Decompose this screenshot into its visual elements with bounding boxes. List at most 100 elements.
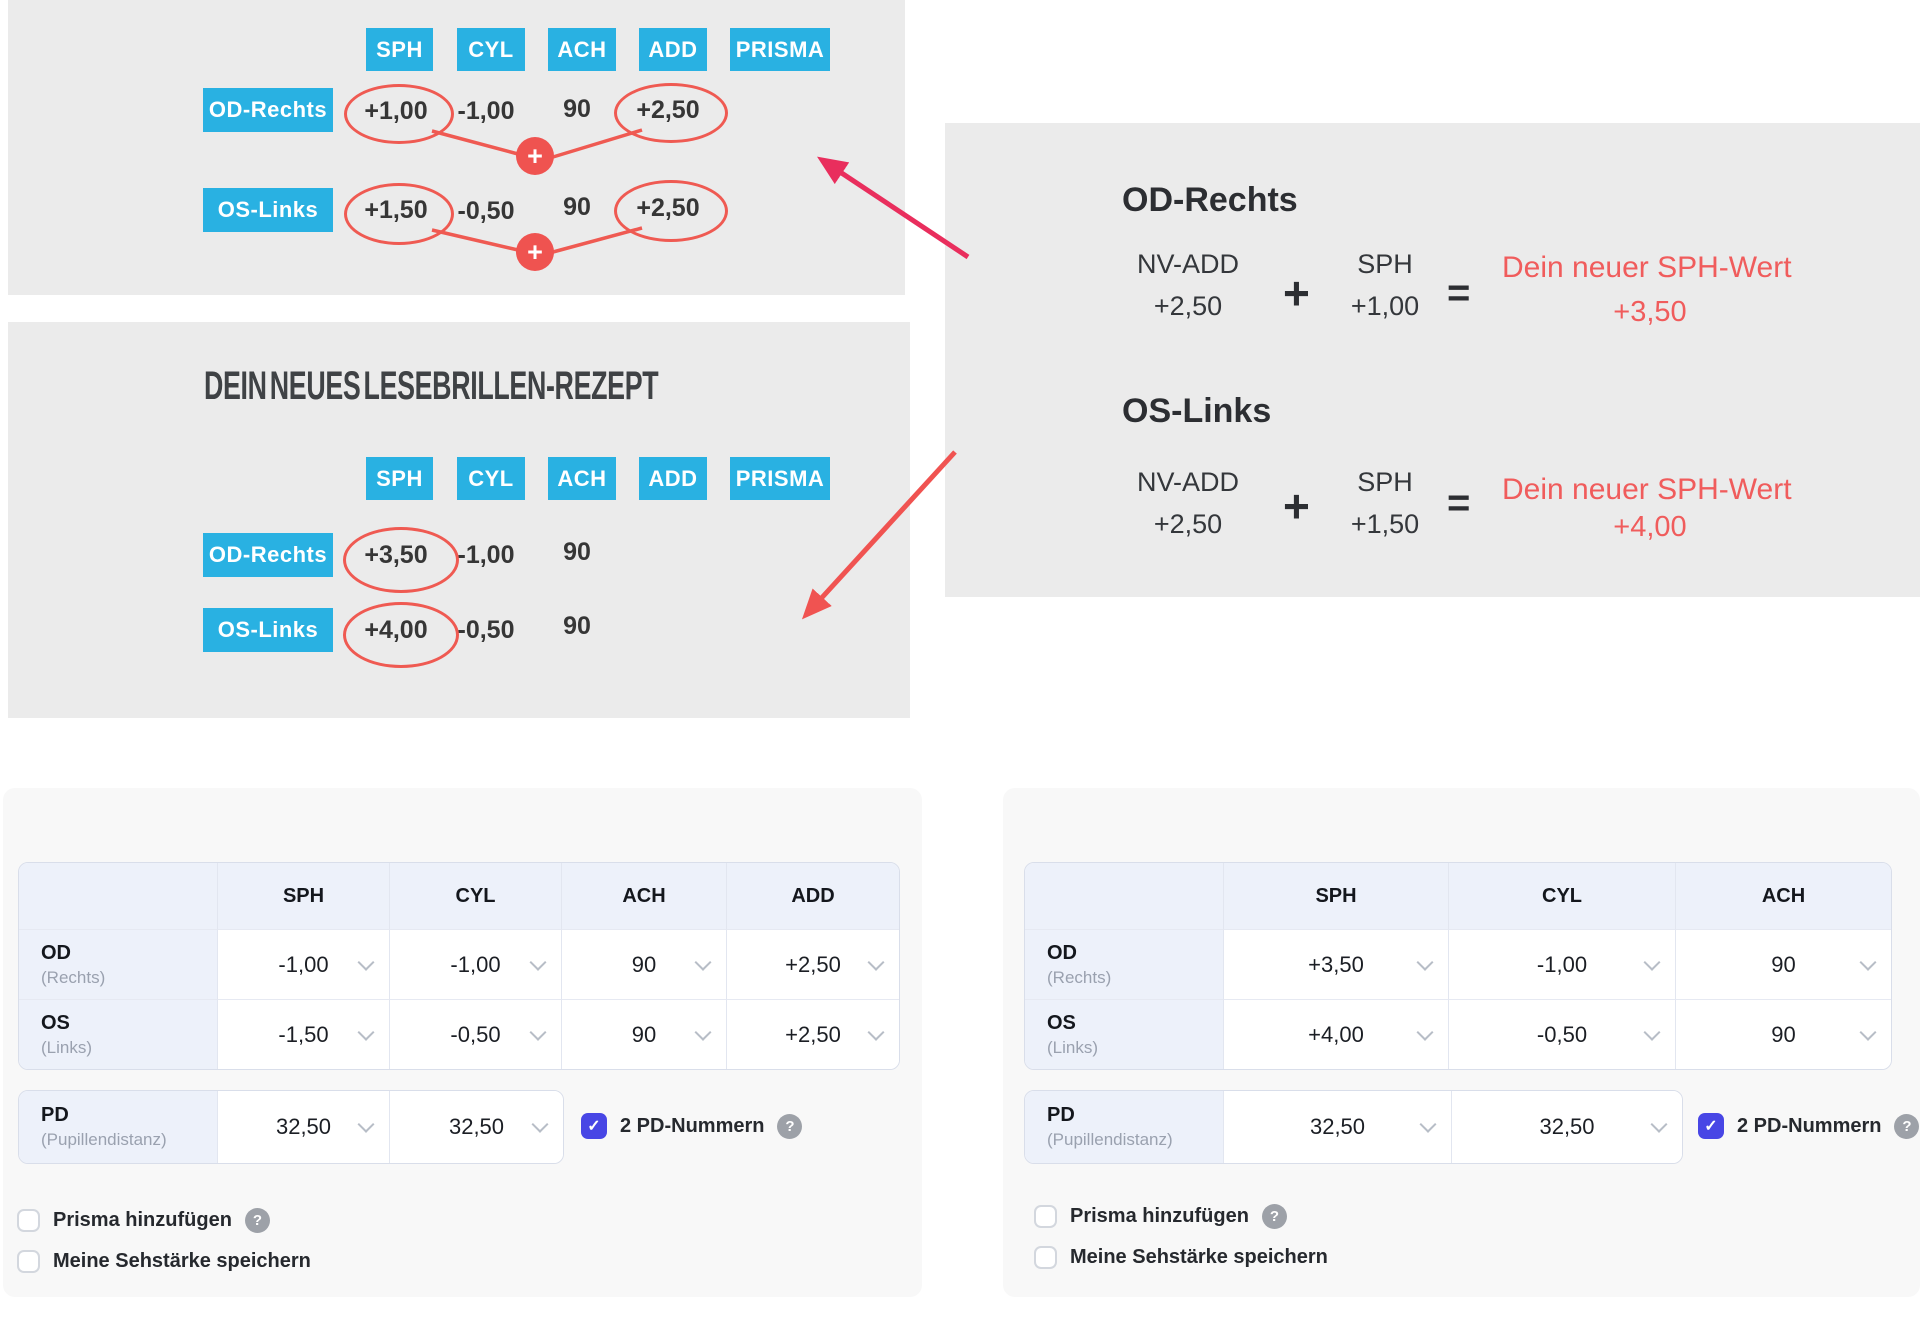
term-value: +2,50 xyxy=(1153,291,1223,321)
od-sph-dropdown[interactable]: +3,50 xyxy=(1223,929,1448,999)
checkbox-label: Meine Sehstärke speichern xyxy=(1070,1246,1328,1268)
result-value: +4,00 xyxy=(1613,511,1687,543)
dropdown-value: -1,00 xyxy=(278,951,329,977)
term-label: SPH xyxy=(1357,249,1413,279)
pd-right-dropdown[interactable]: 32,50 xyxy=(217,1091,389,1163)
calc-term-sph: SPH +1,00 xyxy=(1305,243,1465,327)
prisma-option: Prisma hinzufügen ? xyxy=(17,1208,270,1233)
prisma-option: Prisma hinzufügen ? xyxy=(1034,1204,1287,1229)
prisma-checkbox[interactable] xyxy=(1034,1205,1057,1228)
od-sph-dropdown[interactable]: -1,00 xyxy=(217,929,389,999)
prescription-form-right: SPH CYL ACH OD (Rechts) +3,50 -1,00 90 O… xyxy=(1003,788,1920,1297)
dropdown-value: -0,50 xyxy=(1536,1021,1588,1047)
chevron-down-icon xyxy=(357,953,375,971)
od-ach-dropdown[interactable]: 90 xyxy=(1675,929,1891,999)
chevron-down-icon xyxy=(357,1023,375,1041)
pd-left-dropdown[interactable]: 32,50 xyxy=(1451,1091,1682,1163)
os-ach-value: 90 xyxy=(563,193,591,221)
column-header-add: ADD xyxy=(639,28,707,71)
os-sph-dropdown[interactable]: +4,00 xyxy=(1223,999,1448,1069)
prisma-checkbox[interactable] xyxy=(17,1209,40,1232)
dropdown-value: 90 xyxy=(1771,1021,1796,1047)
col-header-sph: SPH xyxy=(1223,863,1448,929)
pd-table: PD (Pupillendistanz) 32,50 32,50 xyxy=(18,1090,564,1164)
calc-heading-od: OD-Rechts xyxy=(1122,181,1298,219)
two-pd-numbers-checkbox[interactable]: ✓ xyxy=(1698,1113,1724,1139)
row-label-pd: PD (Pupillendistanz) xyxy=(19,1091,217,1163)
calc-heading-os: OS-Links xyxy=(1122,392,1272,430)
result-label: Dein neuer SPH-Wert xyxy=(1502,473,1792,506)
term-value: +2,50 xyxy=(1153,509,1223,539)
os-cyl-dropdown[interactable]: -0,50 xyxy=(1448,999,1675,1069)
dropdown-value: +3,50 xyxy=(1308,951,1364,977)
new-reading-prescription-diagram: DEIN NEUES LESEBRILLEN-REZEPT SPH CYL AC… xyxy=(8,322,910,718)
dropdown-value: 32,50 xyxy=(1539,1114,1595,1139)
chevron-down-icon xyxy=(1416,953,1434,971)
plus-operator: + xyxy=(1283,480,1310,532)
save-prescription-checkbox[interactable] xyxy=(1034,1246,1057,1269)
chevron-down-icon xyxy=(867,953,885,971)
help-icon[interactable]: ? xyxy=(777,1113,803,1139)
row-label-pd: PD (Pupillendistanz) xyxy=(1025,1091,1223,1163)
row-label-os-links: OS-Links xyxy=(203,608,333,652)
save-prescription-checkbox[interactable] xyxy=(17,1250,40,1273)
result-value: +3,50 xyxy=(1613,296,1687,328)
checkbox-label: 2 PD-Nummern xyxy=(620,1114,765,1137)
pd-right-dropdown[interactable]: 32,50 xyxy=(1223,1091,1451,1163)
chevron-down-icon xyxy=(1643,953,1661,971)
pd-left-dropdown[interactable]: 32,50 xyxy=(389,1091,563,1163)
chevron-down-icon xyxy=(529,953,547,971)
pd-table: PD (Pupillendistanz) 32,50 32,50 xyxy=(1024,1090,1683,1164)
term-value: +1,50 xyxy=(1350,509,1420,539)
os-sph-dropdown[interactable]: -1,50 xyxy=(217,999,389,1069)
od-ach-dropdown[interactable]: 90 xyxy=(561,929,726,999)
os-cyl-dropdown[interactable]: -0,50 xyxy=(389,999,561,1069)
two-pd-numbers-checkbox[interactable]: ✓ xyxy=(581,1113,607,1139)
chevron-down-icon xyxy=(1859,1023,1877,1041)
od-cyl-dropdown[interactable]: -1,00 xyxy=(389,929,561,999)
help-icon[interactable]: ? xyxy=(1261,1204,1287,1229)
chevron-down-icon xyxy=(1650,1115,1668,1133)
original-prescription-diagram: SPH CYL ACH ADD PRISMA OD-Rechts +1,00 -… xyxy=(8,0,905,295)
column-header-ach: ACH xyxy=(548,28,616,71)
os-new-ach-value: 90 xyxy=(563,612,591,640)
dropdown-value: 32,50 xyxy=(448,1114,505,1139)
help-icon[interactable]: ? xyxy=(1894,1113,1920,1139)
row-label-od: OD (Rechts) xyxy=(19,929,217,999)
os-ach-dropdown[interactable]: 90 xyxy=(561,999,726,1069)
row-label-od-rechts: OD-Rechts xyxy=(203,533,333,577)
od-add-dropdown[interactable]: +2,50 xyxy=(726,929,899,999)
os-ach-dropdown[interactable]: 90 xyxy=(1675,999,1891,1069)
chevron-down-icon xyxy=(357,1115,375,1133)
highlight-ellipse-od-add xyxy=(614,83,728,143)
dropdown-value: 32,50 xyxy=(275,1114,332,1139)
col-header-cyl: CYL xyxy=(1448,863,1675,929)
chevron-down-icon xyxy=(529,1023,547,1041)
plus-operator: + xyxy=(1283,267,1310,319)
equals-sign: = xyxy=(1447,481,1471,525)
calc-term-nvadd: NV-ADD +2,50 xyxy=(1108,461,1268,545)
pd-numbers-option: ✓ 2 PD-Nummern ? xyxy=(581,1101,803,1151)
os-new-cyl-value: -0,50 xyxy=(457,616,515,644)
help-icon[interactable]: ? xyxy=(244,1208,270,1233)
od-cyl-dropdown[interactable]: -1,00 xyxy=(1448,929,1675,999)
col-header-ach: ACH xyxy=(1675,863,1891,929)
chevron-down-icon xyxy=(1859,953,1877,971)
col-header-ach: ACH xyxy=(561,863,726,929)
col-header-add: ADD xyxy=(726,863,899,929)
checkbox-label: Prisma hinzufügen xyxy=(53,1209,232,1231)
term-value: +1,00 xyxy=(1350,291,1420,321)
dropdown-value: +2,50 xyxy=(785,1021,841,1047)
dropdown-value: 90 xyxy=(631,1021,657,1047)
plus-icon: + xyxy=(516,233,554,271)
od-new-cyl-value: -1,00 xyxy=(457,541,515,569)
prescription-form-left: SPH CYL ACH ADD OD (Rechts) -1,00 -1,00 … xyxy=(3,788,922,1297)
highlight-ellipse-os-sph xyxy=(344,183,454,245)
highlight-ellipse-os-add xyxy=(614,180,728,242)
dropdown-value: -0,50 xyxy=(450,1021,501,1047)
dropdown-value: -1,00 xyxy=(450,951,501,977)
highlight-ellipse-os-new-sph xyxy=(343,602,459,668)
highlight-ellipse-od-new-sph xyxy=(343,527,459,593)
dropdown-value: -1,50 xyxy=(278,1021,329,1047)
os-add-dropdown[interactable]: +2,50 xyxy=(726,999,899,1069)
